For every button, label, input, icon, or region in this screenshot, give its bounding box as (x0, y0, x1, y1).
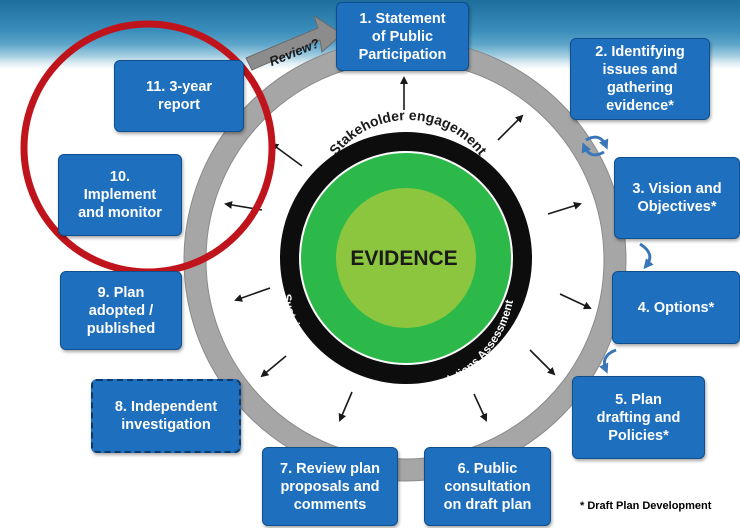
footnote: * Draft Plan Development (580, 500, 712, 512)
stage-box-5: 5. Plan drafting and Policies* (572, 376, 705, 459)
arrow-to-4 (559, 293, 592, 310)
stage-box-2: 2. Identifying issues and gathering evid… (570, 38, 710, 120)
stage-box-1: 1. Statement of Public Participation (336, 2, 469, 71)
review-arrow (245, 14, 343, 71)
stage-box-4: 4. Options* (612, 271, 740, 344)
evidence-label: EVIDENCE (350, 247, 457, 270)
arrow-to-3 (547, 201, 582, 215)
stage-box-11: 11. 3-year report (114, 60, 244, 132)
iterate-arrow-4-5 (599, 348, 617, 374)
iterate-arrow-2-3 (585, 135, 609, 150)
stage-box-8: 8. Independent investigation (91, 379, 241, 453)
stage-box-10: 10. Implement and monitor (58, 154, 182, 236)
stage-box-7: 7. Review plan proposals and comments (262, 447, 398, 526)
arrow-to-2 (497, 114, 524, 141)
stage-box-9: 9. Plan adopted / published (60, 271, 182, 350)
arrow-to-5 (529, 349, 556, 376)
arrow-to-9 (234, 287, 271, 302)
stage-box-6: 6. Public consultation on draft plan (424, 447, 551, 526)
arrow-to-11 (270, 142, 303, 167)
iterate-arrow-3-4 (639, 242, 654, 270)
arrow-to-6 (473, 393, 488, 422)
evidence-circle (336, 188, 476, 328)
iterate-arrow-3-2 (581, 142, 605, 157)
arrow-to-8 (260, 355, 287, 378)
stage-box-3: 3. Vision and Objectives* (614, 157, 740, 239)
arrow-to-7 (338, 391, 353, 422)
